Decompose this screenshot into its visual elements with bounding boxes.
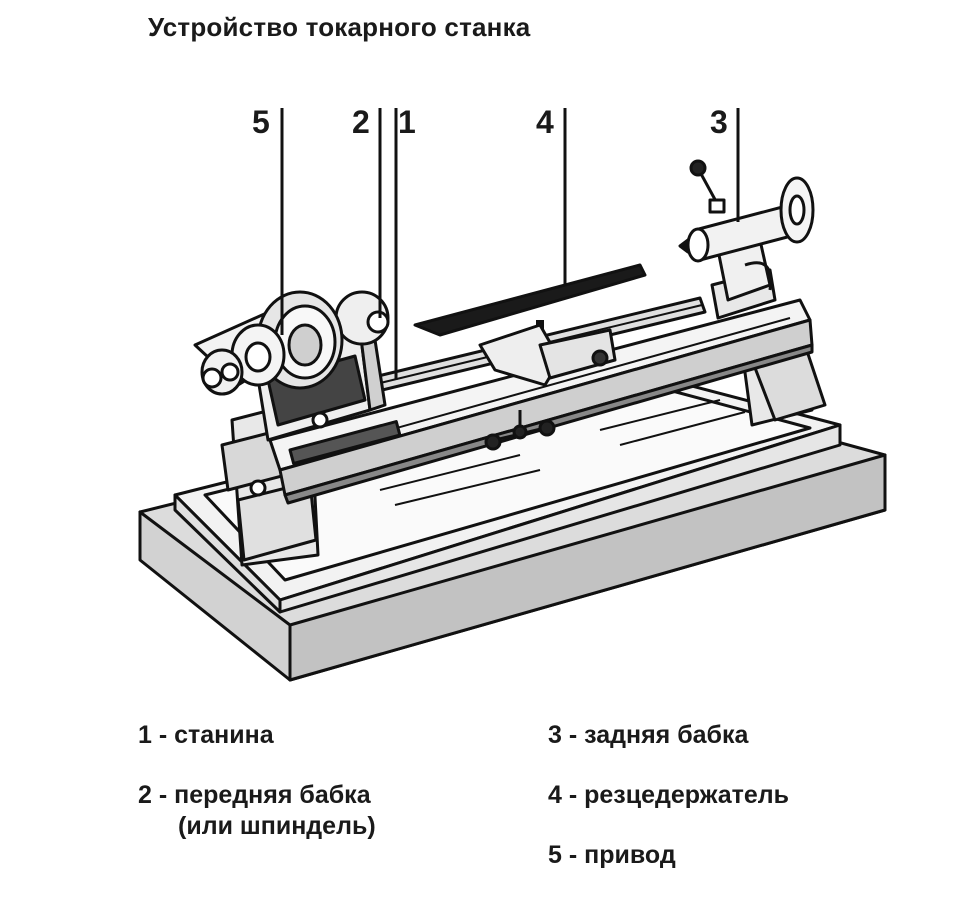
drive-pulley [193, 290, 344, 396]
legend-item-4: 4 - резцедержатель [548, 780, 789, 811]
legend-text-1: 1 - станина [138, 721, 274, 749]
callout-number-4: 4 [536, 104, 554, 140]
leader-lines [280, 108, 740, 380]
callout-number-1: 1 [398, 104, 416, 140]
tailstock [678, 159, 815, 320]
tool-rest [413, 263, 647, 451]
legend-text-5: 5 - привод [548, 841, 676, 869]
lathe-illustration [138, 108, 887, 682]
legend-item-2: 2 - передняя бабка (или шпиндель) [138, 780, 376, 842]
callout-number-5: 5 [252, 104, 270, 140]
legend-item-5: 5 - привод [548, 840, 676, 871]
legend-text-2-continuation: (или шпиндель) [178, 812, 376, 840]
legend-text-2: 2 - передняя бабка [138, 781, 371, 809]
legend-item-3: 3 - задняя бабка [548, 720, 748, 751]
legend-text-4: 4 - резцедержатель [548, 781, 790, 809]
legend-text-3: 3 - задняя бабка [548, 721, 749, 749]
legend-item-1: 1 - станина [138, 720, 274, 751]
callout-number-2: 2 [352, 104, 370, 140]
drip-tray [173, 373, 842, 614]
callout-number-3: 3 [710, 104, 728, 140]
diagram-title: Устройство токарного станка [148, 12, 531, 42]
